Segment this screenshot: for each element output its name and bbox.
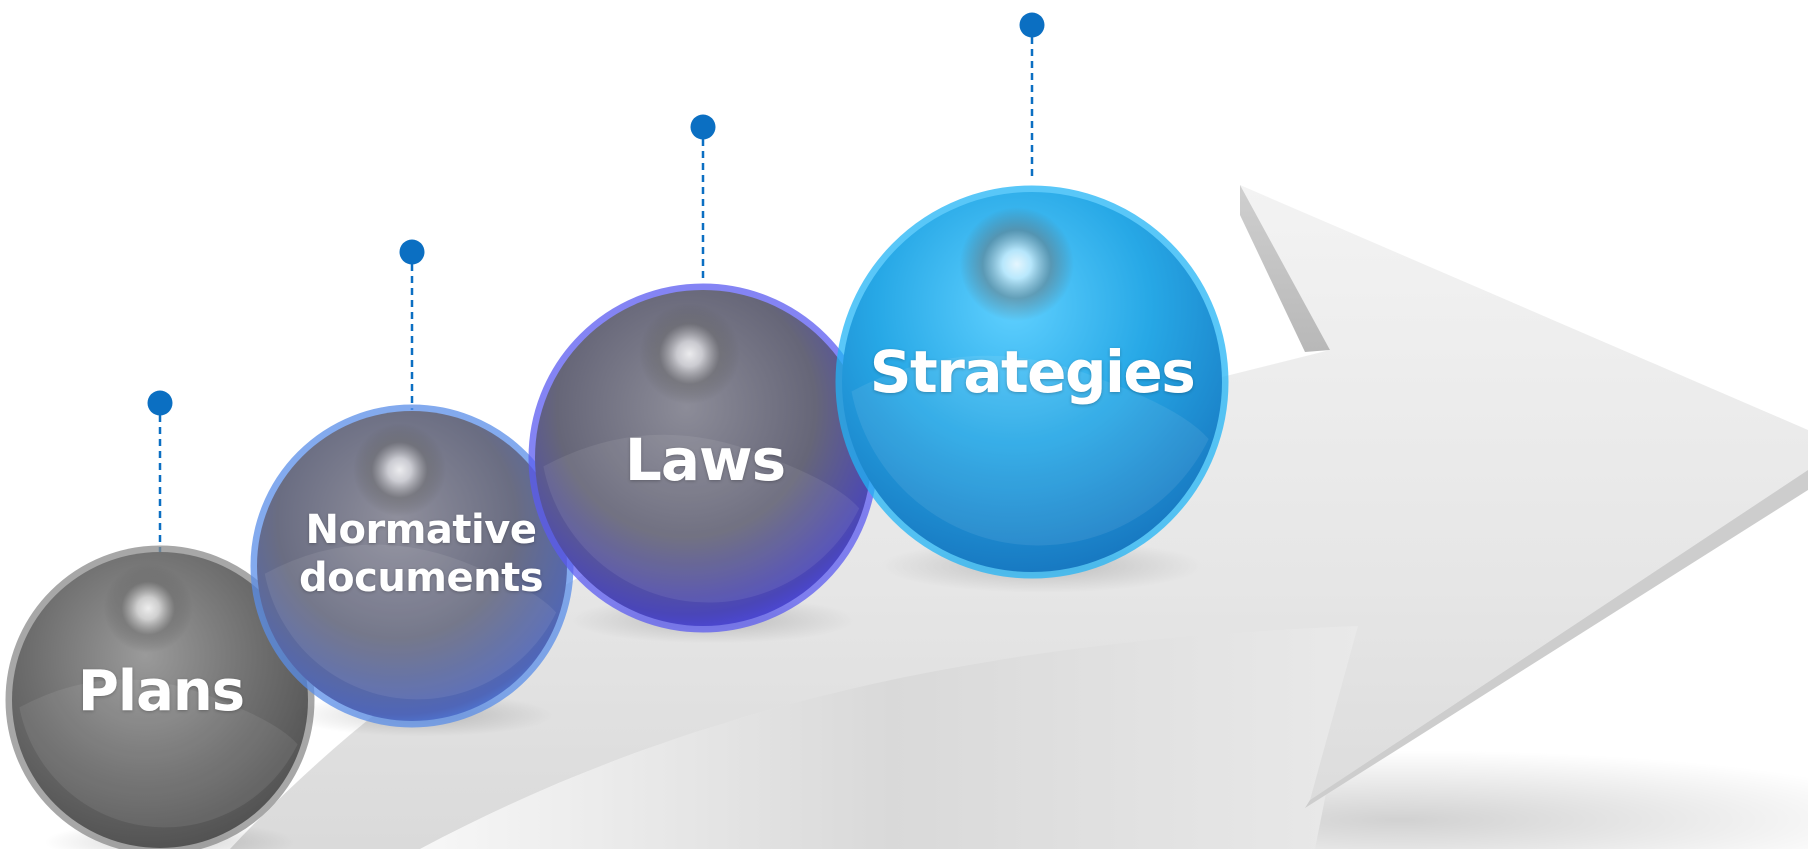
pin-dot-plans [147, 390, 173, 416]
arrow-tip-edge [1305, 470, 1808, 808]
sphere-highlight-normative [353, 423, 447, 517]
arrow-edge [1240, 185, 1330, 352]
sphere-reflection-laws [543, 434, 860, 603]
sphere-reflection-plans [19, 679, 298, 828]
sphere-reflection-strategies [851, 355, 1209, 546]
sphere-strategies [835, 185, 1229, 593]
step-label-normative-line2: documents [298, 555, 544, 601]
pin-dot-strategies [1019, 12, 1045, 38]
pin-dot-laws [690, 114, 716, 140]
step-label-normative-line1: Normative [305, 507, 537, 553]
step-label-normative-documents: Normative documents [298, 506, 544, 602]
step-label-plans: Plans [77, 659, 245, 724]
sphere-body-laws [535, 290, 871, 626]
sphere-body-normative [257, 411, 567, 721]
sphere-normative [250, 404, 574, 737]
sphere-highlight-plans [103, 563, 193, 653]
sphere-body-strategies [842, 192, 1222, 572]
arrow-body [420, 622, 1360, 849]
spheres [5, 185, 1229, 849]
step-label-strategies: Strategies [869, 338, 1196, 406]
sphere-rim-strategies [835, 185, 1229, 579]
step-label-laws: Laws [624, 426, 786, 494]
pins [147, 12, 1045, 552]
sphere-body-plans [12, 552, 308, 848]
sphere-laws [528, 283, 878, 644]
sphere-highlight-strategies [959, 207, 1074, 322]
sphere-rim-plans [5, 545, 315, 849]
sphere-reflection-normative [264, 544, 557, 700]
pin-dot-normative [399, 239, 425, 265]
sphere-highlight-laws [639, 303, 740, 405]
sphere-plans [5, 545, 315, 849]
